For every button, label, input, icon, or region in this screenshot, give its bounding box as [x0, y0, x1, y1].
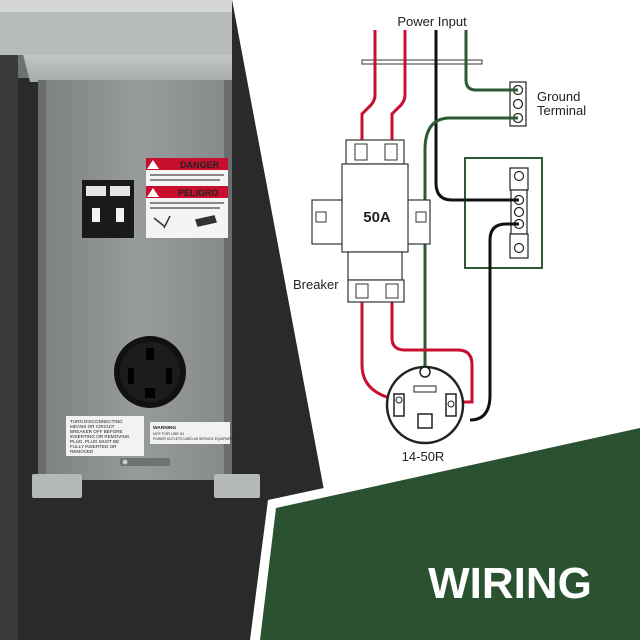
neutral-terminal-frame: [464, 157, 543, 269]
enclosure-foot-left: [32, 474, 82, 498]
latch-screw: [122, 459, 128, 465]
disconnect-line-6: FULLY INSERTED OR: [70, 444, 117, 449]
wiring-banner-background: [260, 428, 640, 640]
disconnect-label: [66, 416, 144, 456]
disconnect-line-4: INSERTING OR REMOVING: [70, 434, 130, 439]
diagram-breaker: 50A: [311, 139, 431, 303]
receptacle-slot-neutral: [417, 413, 433, 429]
neutral-block-bottom-screw: [513, 242, 525, 254]
box-lid: [22, 50, 232, 82]
danger-fineprint-2: [150, 179, 220, 181]
warning-label-title: WARNING: [153, 425, 176, 431]
peligro-warning-icon: [147, 188, 159, 197]
breaker-rating: 50A: [363, 209, 391, 226]
ground-terminal-screw-2: [512, 98, 524, 110]
disconnect-text: TURN DISCONNECTING MEANS OR CIRCUIT BREA…: [70, 419, 131, 454]
danger-fineprint-1: [150, 174, 224, 176]
disconnect-line-2: MEANS OR CIRCUIT: [70, 424, 115, 429]
breaker-top-lug-1: [354, 143, 368, 161]
box-top-highlight: [0, 0, 232, 12]
diagram-receptacle: [385, 365, 465, 445]
warning-label-line-1: NOT FOR USE IN: [153, 432, 184, 436]
photo-breaker-toggle-left: [92, 208, 100, 222]
hot-wire-1-input: [360, 30, 377, 148]
enclosure-right-edge: [224, 80, 232, 480]
breaker-bottom-lug-1: [355, 283, 369, 299]
ground-label-line-1: Ground: [537, 89, 580, 104]
ground-wire-input: [464, 30, 518, 92]
enclosure-body: [38, 80, 232, 480]
receptacle-terminal-x: [395, 396, 403, 404]
disconnect-line-7: REMOVED: [70, 449, 94, 454]
breaker-rail-slot-right: [415, 211, 427, 223]
danger-text: DANGER: [180, 160, 220, 170]
peligro-header: [146, 186, 228, 198]
power-input-label: Power Input: [397, 14, 467, 29]
disconnect-line-5: PLUG. PLUG MUST BE: [70, 439, 119, 444]
warning-label: [150, 422, 230, 444]
photo-breaker-label-left: [86, 186, 106, 196]
photo-breaker-toggle-right: [116, 208, 124, 222]
disconnect-line-1: TURN DISCONNECTING: [70, 419, 123, 424]
photo-breaker-label-right: [110, 186, 130, 196]
shock-hazard-icon: [153, 215, 217, 229]
breaker-bottom-lug-2: [385, 283, 399, 299]
receptacle-slot-x: [393, 393, 405, 417]
breaker-rail-slot-left: [315, 211, 327, 223]
peligro-fineprint-1: [150, 202, 224, 204]
neutral-wire-input: [434, 30, 519, 202]
left-wall-shadow: [0, 0, 18, 640]
ground-label-line-2: Terminal: [537, 103, 586, 118]
receptacle-ground-screw: [419, 366, 431, 378]
breaker-label: Breaker: [293, 277, 339, 292]
disconnect-line-3: BREAKER OFF BEFORE: [70, 429, 123, 434]
neutral-wire-to-receptacle: [469, 222, 519, 422]
product-photo: DANGER PELIGRO TURN DISCONNECTING MEANS …: [0, 0, 260, 640]
wiring-banner-title: WIRING: [428, 559, 592, 608]
neutral-block-top-screw: [513, 170, 525, 182]
photo-receptacle-slot-right: [166, 368, 172, 384]
danger-header: [146, 158, 228, 170]
hot-wire-2-to-receptacle: [390, 300, 474, 404]
photo-receptacle-neutral-slot: [145, 388, 155, 398]
warning-label-line-2: POWER OUTLETS USED AS SERVICE EQUIPMENT: [153, 437, 235, 441]
enclosure-foot-right: [214, 474, 260, 498]
receptacle-terminal-y: [447, 400, 455, 408]
enclosure-left-edge: [38, 80, 46, 480]
peligro-fineprint-2: [150, 207, 220, 209]
breaker-body: [341, 163, 409, 253]
hot-wire-2-input: [390, 30, 407, 148]
danger-warning-icon: [147, 160, 159, 169]
photo-receptacle-ground-slot: [146, 348, 154, 360]
breaker-top-lug-2: [384, 143, 398, 161]
enclosure-latch: [120, 458, 170, 466]
cable-clamp-bar: [361, 59, 483, 65]
photo-receptacle-slot-left: [128, 368, 134, 384]
box-top-cover: [0, 0, 232, 55]
peligro-text: PELIGRO: [178, 188, 219, 198]
photo-receptacle-face: [120, 342, 180, 402]
receptacle-label-strip: [413, 385, 437, 393]
wiring-diagram: Power Input Ground Terminal: [293, 14, 586, 464]
receptacle-label: 14-50R: [402, 449, 445, 464]
neutral-screw-2: [513, 206, 525, 218]
breaker-lower-body: [347, 251, 403, 281]
ground-wire-to-receptacle: [423, 116, 518, 372]
